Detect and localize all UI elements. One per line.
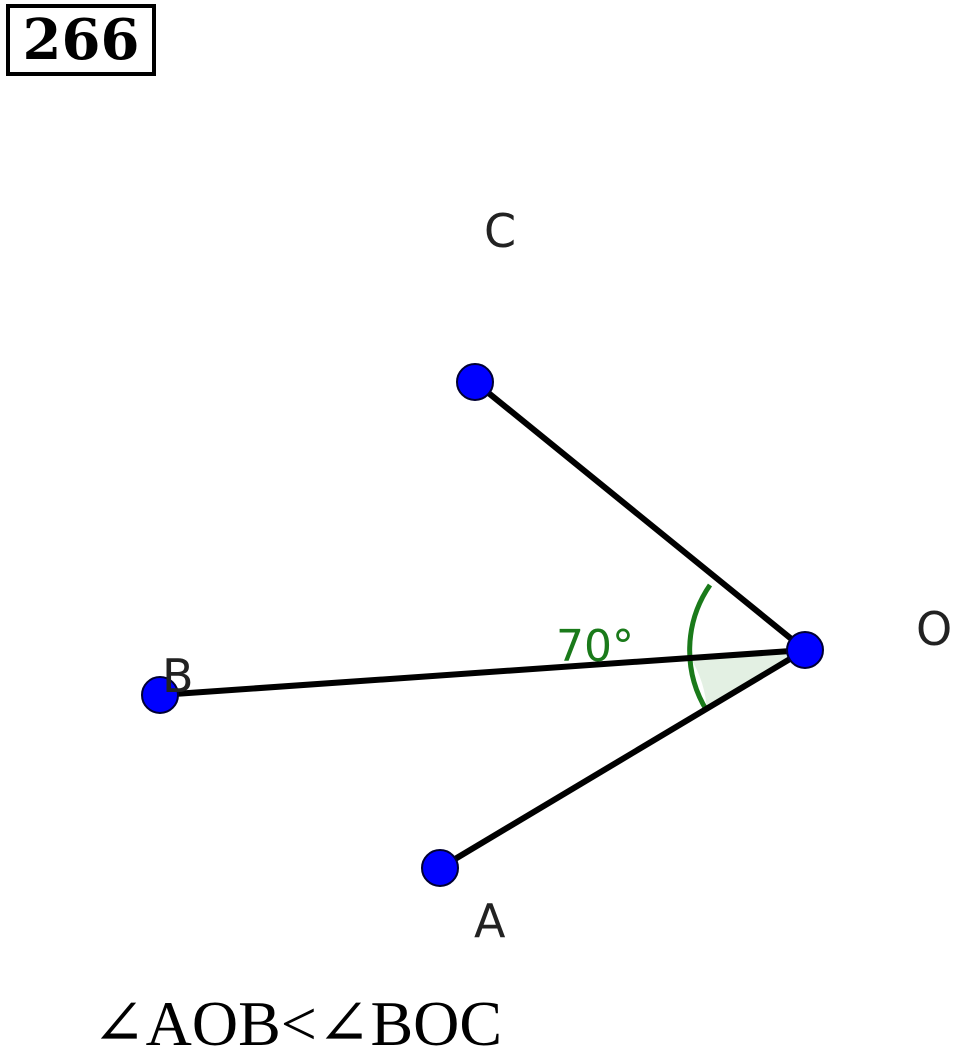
- angle-measure-label: 70°: [556, 621, 634, 672]
- label-c: C: [484, 204, 516, 258]
- angle-comparison-caption: ∠AOB<∠BOC: [92, 988, 503, 1059]
- problem-number-box: 266: [6, 4, 156, 76]
- point-c: [456, 363, 494, 401]
- label-b: B: [162, 649, 194, 703]
- point-b: [141, 676, 179, 714]
- segment-ob: [159, 647, 806, 698]
- point-o: [786, 631, 824, 669]
- segment-oa: [438, 647, 807, 871]
- angle-aob-arc: [687, 583, 713, 713]
- label-a: A: [474, 894, 506, 948]
- label-o: O: [916, 602, 952, 656]
- problem-number: 266: [22, 7, 140, 73]
- point-a: [421, 849, 459, 887]
- segment-oc: [473, 379, 807, 653]
